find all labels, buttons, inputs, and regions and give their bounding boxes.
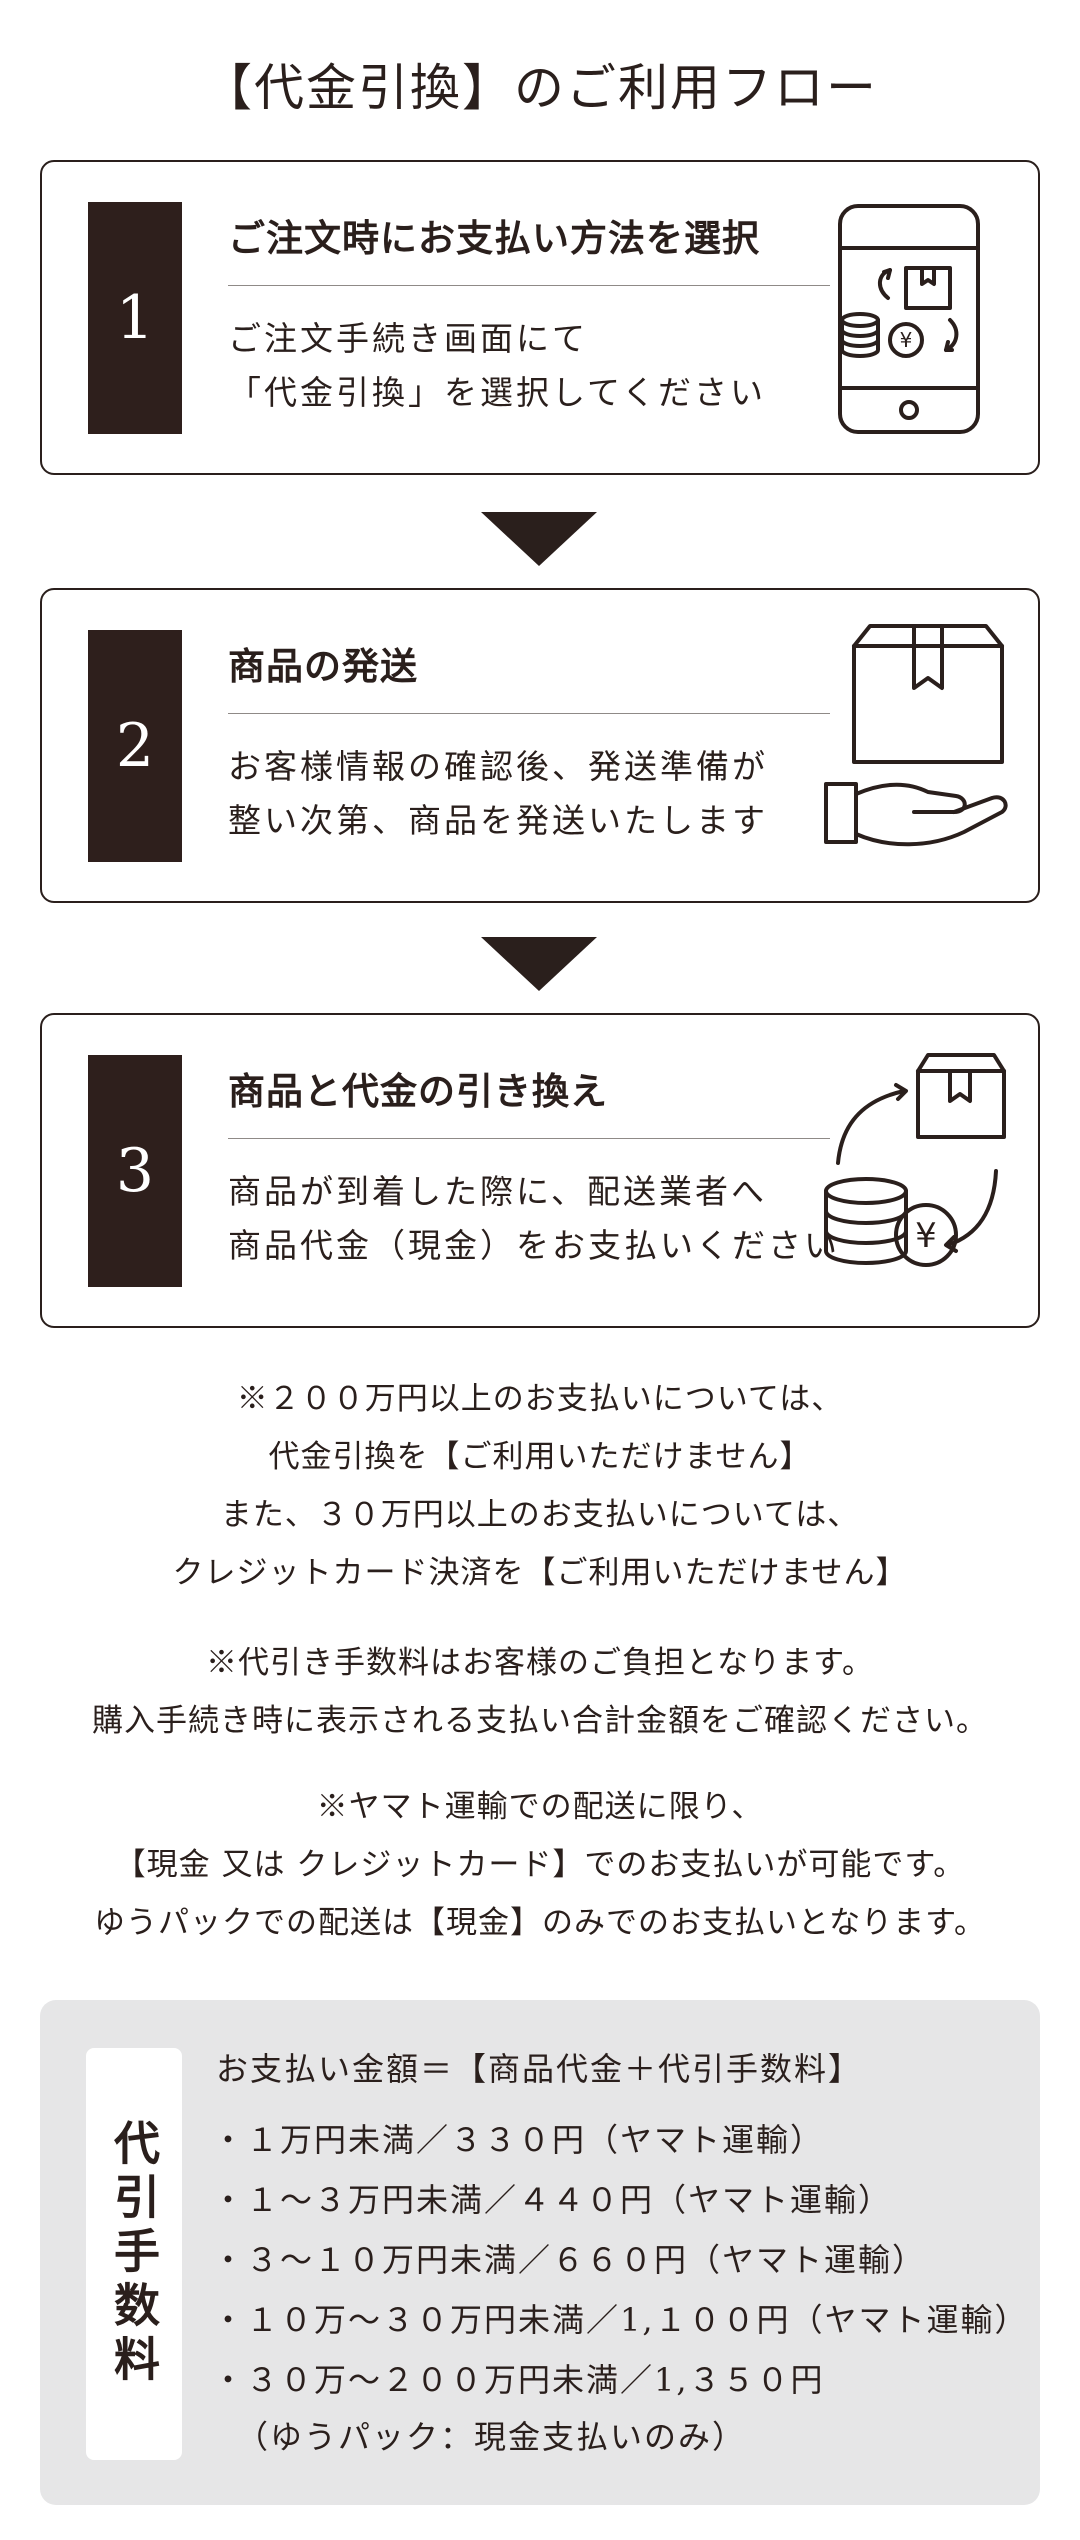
cod-fee-panel: 代引手数料 お支払い金額＝【商品代金＋代引手数料】 ・１万円未満／３３０円（ヤマ… [40,2000,1040,2505]
step-number-1: 1 [88,202,182,434]
flow-arrow-down-icon [481,512,597,566]
note-line: 購入手続き時に表示される支払い合計金額をご確認ください。 [92,1703,988,1739]
step-description-line: 商品代金（現金）をお支払いください [228,1226,840,1265]
fee-item: ・１０万〜３０万円未満／1,１００円（ヤマト運輸） [212,2301,1029,2339]
fee-label-text: 代引手数料 [107,2119,161,2389]
step-divider [228,285,830,286]
step-description-line: ご注文手続き画面にて [228,319,588,358]
step-divider [228,1138,830,1139]
step-heading-3: 商品と代金の引き換え [228,1069,608,1113]
step-description-line: 「代金引換」を選択してください [228,373,767,412]
note-block-2: ※代引き手数料はお客様のご負担となります。 購入手続き時に表示される支払い合計金… [0,1634,1080,1750]
fee-item: ・３〜１０万円未満／６６０円（ヤマト運輸） [212,2241,927,2279]
note-line: ゆうパックでの配送は【現金】のみでのお支払いとなります。 [94,1905,986,1941]
fee-label-badge: 代引手数料 [86,2048,182,2460]
step-description-line: お客様情報の確認後、発送準備が [228,747,768,786]
note-block-1: ※２００万円以上のお支払いについては、 代金引換を【ご利用いただけません】 また… [0,1370,1080,1602]
step-card-3: 3 商品と代金の引き換え 商品が到着した際に、配送業者へ 商品代金（現金）をお支… [40,1013,1040,1328]
fee-item: ・１万円未満／３３０円（ヤマト運輸） [212,2121,825,2159]
fee-note: （ゆうパック：現金支払いのみ） [236,2418,747,2456]
step-heading-1: ご注文時にお支払い方法を選択 [228,216,760,260]
page-title: 【代金引換】のご利用フロー [202,59,878,117]
step-number-2: 2 [88,630,182,862]
step-divider [228,713,830,714]
step-description-line: 整い次第、商品を発送いたします [228,801,768,840]
step-description-3: 商品が到着した際に、配送業者へ 商品代金（現金）をお支払いください [228,1165,848,1273]
box-coins-exchange-icon: ¥ [824,1053,1006,1267]
flow-arrow-down-icon [481,937,597,991]
yen-sign: ¥ [915,1216,937,1256]
note-line: クレジットカード決済を【ご利用いただけません】 [172,1555,908,1591]
smartphone-payment-icon: ¥ [838,204,980,434]
yen-sign: ¥ [900,328,913,352]
step-description-2: お客様情報の確認後、発送準備が 整い次第、商品を発送いたします [228,740,848,848]
note-block-3: ※ヤマト運輸での配送に限り、 【現金 又は クレジットカード】でのお支払いが可能… [0,1778,1080,1952]
fee-item: ・１〜３万円未満／４４０円（ヤマト運輸） [212,2181,893,2219]
step-description-line: 商品が到着した際に、配送業者へ [228,1172,768,1211]
note-line: 【現金 又は クレジットカード】でのお支払いが可能です。 [114,1847,966,1883]
fee-list: ・１万円未満／３３０円（ヤマト運輸） ・１〜３万円未満／４４０円（ヤマト運輸） … [212,2110,1029,2410]
note-line: ※２００万円以上のお支払いについては、 [236,1381,844,1417]
fee-item: ・３０万〜２００万円未満／1,３５０円 [212,2361,825,2399]
note-line: ※代引き手数料はお客様のご負担となります。 [206,1645,874,1681]
note-line: 代金引換を【ご利用いただけません】 [268,1439,812,1475]
step-card-1: 1 ご注文時にお支払い方法を選択 ご注文手続き画面にて 「代金引換」を選択してく… [40,160,1040,475]
step-number-3: 3 [88,1055,182,1287]
fee-formula: お支払い金額＝【商品代金＋代引手数料】 [216,2050,863,2088]
note-line: ※ヤマト運輸での配送に限り、 [316,1789,764,1825]
step-description-1: ご注文手続き画面にて 「代金引換」を選択してください [228,312,848,420]
note-line: また、３０万円以上のお支払いについては、 [220,1497,860,1533]
box-hand-icon [824,624,1008,847]
step-card-2: 2 商品の発送 お客様情報の確認後、発送準備が 整い次第、商品を発送いたします [40,588,1040,903]
step-heading-2: 商品の発送 [228,644,418,688]
